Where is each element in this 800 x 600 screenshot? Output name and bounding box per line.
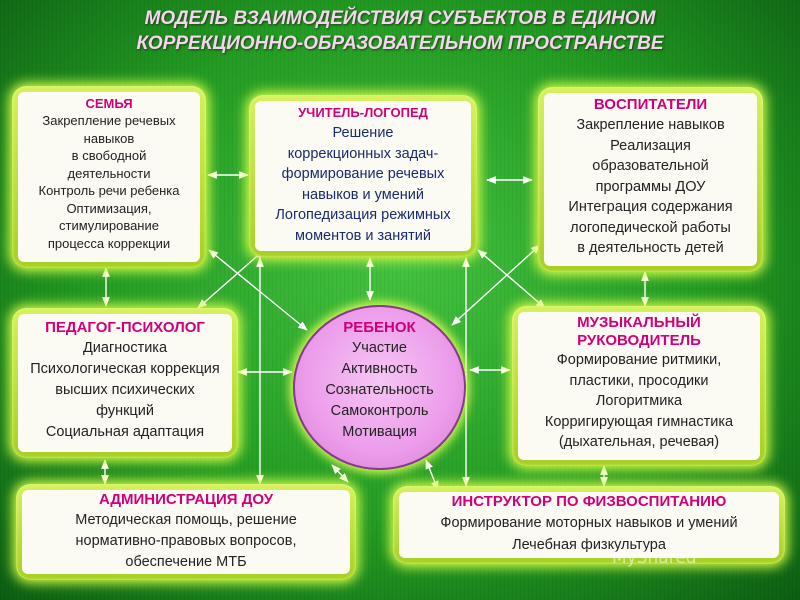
family-card: СЕМЬЯ Закрепление речевых навыков в своб… [12, 86, 206, 268]
music-heading-1: МУЗЫКАЛЬНЫЙ [577, 314, 701, 331]
family-line: навыков [83, 130, 135, 146]
phys-instructor-line: Лечебная физкультура [512, 537, 666, 553]
family-line: процесса коррекции [47, 235, 171, 251]
logoped-heading: УЧИТЕЛЬ-ЛОГОПЕД [298, 105, 428, 120]
psychologist-heading: ПЕДАГОГ-ПСИХОЛОГ [45, 319, 205, 336]
title-line-2: КОРРЕКЦИОННО-ОБРАЗОВАТЕЛЬНОМ ПРОСТРАНСТВ… [136, 33, 664, 54]
phys-instructor-card: ИНСТРУКТОР ПО ФИЗВОСПИТАНИЮ Формирование… [393, 486, 785, 564]
family-line: в свободной [71, 148, 147, 163]
music-director-card: МУЗЫКАЛЬНЫЙ РУКОВОДИТЕЛЬ Формирование ри… [512, 306, 766, 466]
educators-line: Закрепление навыков [576, 117, 725, 133]
arrow-admin-child [331, 464, 349, 483]
educators-line: образовательной [592, 158, 709, 174]
family-heading: СЕМЬЯ [85, 96, 133, 111]
educators-card: ВОСПИТАТЕЛИ Закрепление навыков Реализац… [538, 87, 763, 272]
child-heading: РЕБЕНОК [343, 319, 416, 336]
psychologist-line: функций [96, 403, 154, 419]
administration-line: обеспечение МТБ [125, 554, 247, 570]
music-line: пластики, просодики [569, 372, 709, 389]
psychologist-line: Психологическая коррекция [30, 361, 220, 377]
phys-instructor-line: Формирование моторных навыков и умений [440, 515, 738, 531]
arrow-psych-logoped [197, 249, 265, 309]
music-line: Формирование ритмики, [556, 352, 722, 368]
title-line-1: МОДЕЛЬ ВЗАИМОДЕЙСТВИЯ СУБЪЕКТОВ В ЕДИНОМ [144, 8, 656, 29]
child-circle: РЕБЕНОК Участие Активность Сознательност… [293, 305, 466, 470]
child-line: Мотивация [342, 424, 417, 440]
logoped-card: УЧИТЕЛЬ-ЛОГОПЕД Решение коррекционных за… [249, 95, 477, 257]
educators-line: в деятельность детей [577, 240, 724, 256]
educators-line: программы ДОУ [595, 178, 706, 195]
logoped-line: навыков и умений [302, 186, 424, 203]
arrow-phys-child [425, 459, 439, 491]
educators-line: Реализация [610, 137, 691, 154]
psychologist-line: Социальная адаптация [45, 424, 205, 440]
logoped-line: Логопедизация режимных [275, 207, 451, 223]
family-line: Закрепление речевых [42, 113, 176, 128]
psychologist-line: Диагностика [82, 340, 168, 356]
educators-heading: ВОСПИТАТЕЛИ [593, 96, 708, 113]
family-line: Оптимизация, [66, 200, 152, 216]
administration-heading: АДМИНИСТРАЦИЯ ДОУ [98, 491, 274, 508]
child-line: Сознательность [325, 382, 434, 398]
family-line: стимулирование [59, 218, 159, 233]
administration-card: АДМИНИСТРАЦИЯ ДОУ Методическая помощь, р… [16, 484, 356, 580]
music-line: (дыхательная, речевая) [558, 434, 720, 450]
administration-line: Методическая помощь, решение [75, 512, 297, 528]
music-heading-2: РУКОВОДИТЕЛЬ [577, 332, 701, 349]
arrow-logoped-music [477, 249, 546, 309]
child-line: Самоконтроль [330, 403, 429, 419]
logoped-line: коррекционных задач- [287, 145, 439, 162]
logoped-line: Решение [332, 125, 394, 141]
watermark: MyShared [612, 548, 697, 568]
logoped-line: формирование речевых [281, 166, 445, 182]
psychologist-line: высших психических [55, 382, 195, 398]
family-line: деятельности [67, 165, 151, 181]
child-line: Участие [352, 340, 407, 356]
logoped-line: моментов и занятий [295, 227, 431, 244]
music-line: Корригирующая гимнастика [544, 413, 734, 430]
administration-line: нормативно-правовых вопросов, [75, 533, 297, 549]
child-line: Активность [341, 361, 418, 377]
psychologist-card: ПЕДАГОГ-ПСИХОЛОГ Диагностика Психологиче… [12, 308, 238, 458]
educators-line: Интеграция содержания [568, 199, 733, 215]
family-line: Контроль речи ребенка [38, 183, 180, 198]
music-line: Логоритмика [595, 393, 683, 409]
diagram-title: МОДЕЛЬ ВЗАИМОДЕЙСТВИЯ СУБЪЕКТОВ В ЕДИНОМ… [0, 6, 800, 56]
educators-line: логопедической работы [570, 219, 731, 236]
phys-instructor-heading: ИНСТРУКТОР ПО ФИЗВОСПИТАНИЮ [451, 493, 727, 510]
